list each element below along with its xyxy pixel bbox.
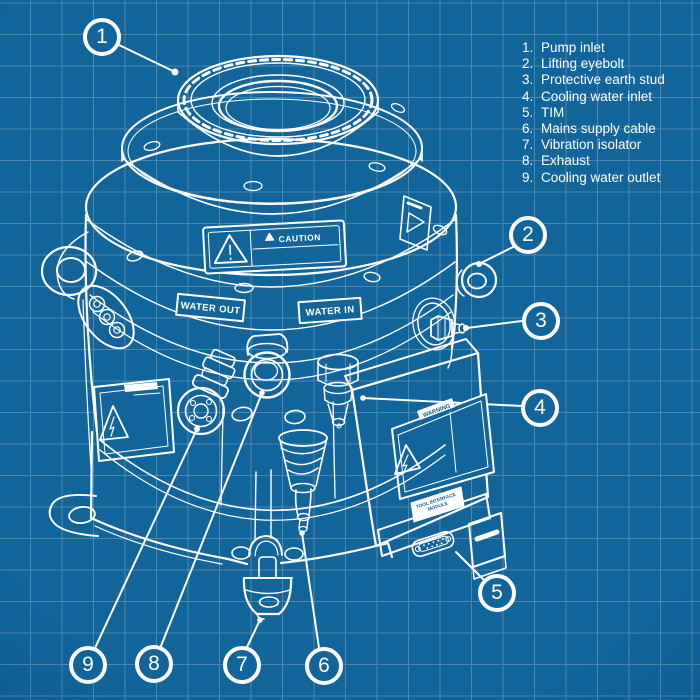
legend-label: Lifting eyebolt [541, 56, 625, 72]
legend-item-1: 1. Pump inlet [522, 40, 665, 56]
legend-number: 7. [522, 137, 534, 153]
legend-item-8: 8. Exhaust [522, 153, 665, 169]
callout-7: 7 [223, 646, 261, 684]
legend-label: Cooling water inlet [541, 88, 653, 104]
callout-1: 1 [83, 18, 121, 56]
legend-item-7: 7. Vibration isolator [522, 137, 665, 153]
callout-8: 8 [135, 645, 173, 683]
water-outlet-connector [176, 348, 236, 436]
legend-label: Mains supply cable [541, 120, 656, 136]
legend-number: 6. [522, 120, 534, 136]
legend-number: 5. [522, 104, 534, 120]
water-in-text: WATER IN [305, 304, 355, 318]
legend-label: Vibration isolator [541, 137, 642, 153]
legend-number: 9. [522, 169, 534, 185]
caution-label: CAUTION [202, 219, 348, 275]
legend-label: Protective earth stud [541, 72, 665, 88]
parts-legend: 1. Pump inlet 2. Lifting eyebolt 3. Protect… [522, 40, 665, 186]
tool-interface-label: TOOL INTERFACE MODULE [410, 486, 465, 523]
callout-9: 9 [69, 646, 107, 684]
upper-drum [84, 137, 459, 434]
legend-item-9: 9. Cooling water outlet [522, 170, 665, 186]
legend-label: TIM [541, 104, 565, 120]
vibration-isolator [242, 556, 293, 620]
water-inlet-connector [317, 353, 359, 429]
tim-connector [377, 493, 491, 558]
callout-3: 3 [522, 302, 560, 340]
callout-5: 5 [478, 574, 516, 612]
side-caution-label [399, 195, 432, 251]
callout-6: 6 [305, 647, 343, 685]
inlet-flange [121, 91, 423, 215]
legend-number: 8. [522, 153, 534, 169]
mains-cable [278, 429, 328, 533]
pump-base [48, 401, 446, 566]
legend-label: Pump inlet [541, 40, 605, 55]
legend-item-3: 3. Protective earth stud [522, 72, 665, 88]
lifting-eyebolt-right [456, 261, 498, 299]
legend-item-6: 6. Mains supply cable [522, 121, 665, 137]
legend-label: Cooling water outlet [541, 169, 661, 185]
earth-stud [412, 297, 466, 351]
control-pad [77, 284, 135, 350]
exhaust-port [243, 333, 291, 399]
callout-4: 4 [521, 389, 559, 427]
left-warning-label [93, 378, 175, 462]
legend-item-5: 5. TIM [522, 105, 665, 121]
water-in-label: WATER IN [297, 296, 363, 325]
legend-number: 4. [522, 88, 534, 104]
legend-number: 1. [522, 40, 534, 55]
callout-2: 2 [509, 216, 547, 254]
box-foot [468, 512, 507, 580]
caution-text: CAUTION [278, 232, 321, 244]
legend-number: 2. [522, 56, 534, 72]
legend-item-2: 2. Lifting eyebolt [522, 56, 665, 72]
water-out-label: WATER OUT [175, 292, 246, 323]
legend-item-4: 4. Cooling water inlet [522, 89, 665, 105]
legend-label: Exhaust [541, 153, 590, 169]
pump-inlet [176, 54, 380, 157]
legend-number: 3. [522, 72, 534, 88]
